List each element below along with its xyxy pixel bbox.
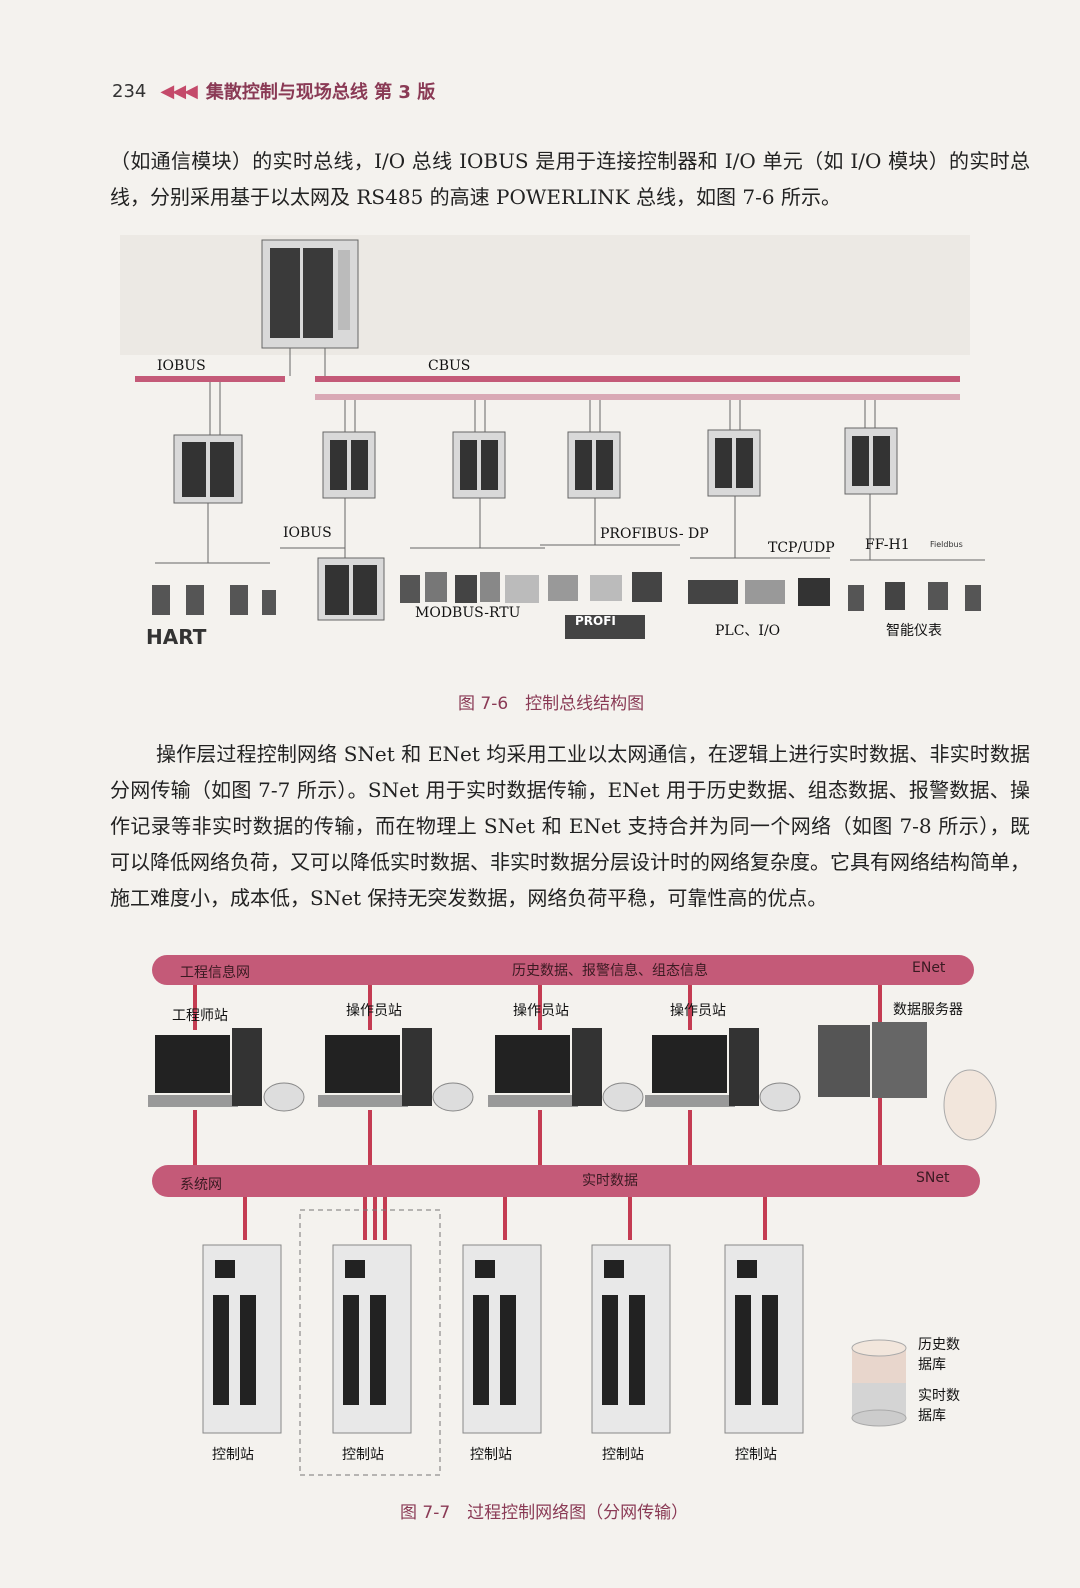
data-server-icon [818,1022,997,1141]
controller-label-1: 控制站 [212,1447,254,1463]
plc-io-label: PLC、I/O [715,623,781,639]
controller-label-3: 控制站 [470,1447,512,1463]
station-label-3: 操作员站 [513,1003,569,1019]
station-label-2: 操作员站 [346,1003,402,1019]
legend-realtime-label: 实时数据库 [918,1388,960,1424]
enet-left-label: 工程信息网 [180,965,250,981]
sub-controller-2-icon [322,400,376,499]
figure-7-6-caption: 图 7-6 控制总线结构图 [458,694,645,714]
snet-center-label: 实时数据 [582,1173,638,1189]
database-legend-icon [851,1339,907,1427]
header-arrows-icon: ◀◀◀ [160,80,198,102]
cbus-line [315,376,960,382]
sub-controller-3-icon [452,400,506,499]
paragraph-1-text: （如通信模块）的实时总线，I/O 总线 IOBUS 是用于连接控制器和 I/O … [110,149,1030,209]
control-station-5-icon [724,1244,804,1434]
page-header: 234 ◀◀◀ 集散控制与现场总线 第 3 版 [112,78,435,104]
sub-controller-6-icon [844,400,898,495]
modbus-label: MODBUS-RTU [415,605,521,621]
engineer-station-icon [148,1028,305,1112]
sub-controller-5-icon [707,400,761,497]
control-station-2-icon [332,1244,412,1434]
sub-controller-1-icon [173,434,243,504]
main-controller-icon [261,239,359,349]
figure-7-7-caption: 图 7-7 过程控制网络图（分网传输） [400,1503,689,1523]
operator-station-3-icon [645,1028,801,1112]
iobus-top-line [135,376,285,382]
page-number: 234 [112,80,147,102]
operator-station-2-icon [488,1028,644,1112]
controller-label-4: 控制站 [602,1447,644,1463]
controller-label-5: 控制站 [735,1447,777,1463]
operator-station-1-icon [318,1028,474,1112]
control-station-3-icon [462,1244,542,1434]
controller-label-2: 控制站 [342,1447,384,1463]
sub-controller-4-icon [567,400,621,499]
hart-instruments-icon [152,585,276,615]
io-module-icon [317,557,385,621]
station-label-4: 操作员站 [670,1003,726,1019]
paragraph-1: （如通信模块）的实时总线，I/O 总线 IOBUS 是用于连接控制器和 I/O … [110,143,1030,215]
snet-left-label: 系统网 [180,1177,222,1193]
book-title: 集散控制与现场总线 第 3 版 [205,82,436,103]
smart-instruments-label: 智能仪表 [886,623,942,639]
station-label-1: 工程师站 [172,1008,228,1024]
fieldbus-logo: Fieldbus [930,540,963,549]
profibus-label: PROFIBUS- DP [600,526,709,542]
control-bus-diagram [120,235,985,639]
tcpudp-label: TCP/UDP [768,540,835,556]
ffh1-label: FF-H1 [865,537,910,553]
plc-devices-icon [688,578,830,606]
station-label-5: 数据服务器 [893,1002,963,1018]
enet-center-label: 历史数据、报警信息、组态信息 [512,963,708,979]
highlight-frame [299,1209,441,1476]
paragraph-2-text: 操作层过程控制网络 SNet 和 ENet 均采用工业以太网通信，在逻辑上进行实… [110,742,1030,910]
iobus-top-label: IOBUS [157,358,206,374]
smart-instruments-icon [848,582,981,611]
control-station-4-icon [591,1244,671,1434]
control-station-1-icon [202,1244,282,1434]
modbus-devices-icon [400,572,539,603]
hart-logo: HART [146,625,207,649]
profi-logo: PROFI [575,614,616,628]
enet-right-label: ENet [912,960,946,976]
snet-bar [152,1165,980,1197]
cbus-line-2 [315,394,960,400]
enet-bar [152,955,974,985]
iobus-mid-label: IOBUS [283,525,332,541]
paragraph-2: 操作层过程控制网络 SNet 和 ENet 均采用工业以太网通信，在逻辑上进行实… [110,736,1030,916]
profibus-devices-icon [548,572,662,639]
cbus-label: CBUS [428,358,471,374]
snet-right-label: SNet [916,1170,950,1186]
legend-history-label: 历史数据库 [918,1337,960,1373]
